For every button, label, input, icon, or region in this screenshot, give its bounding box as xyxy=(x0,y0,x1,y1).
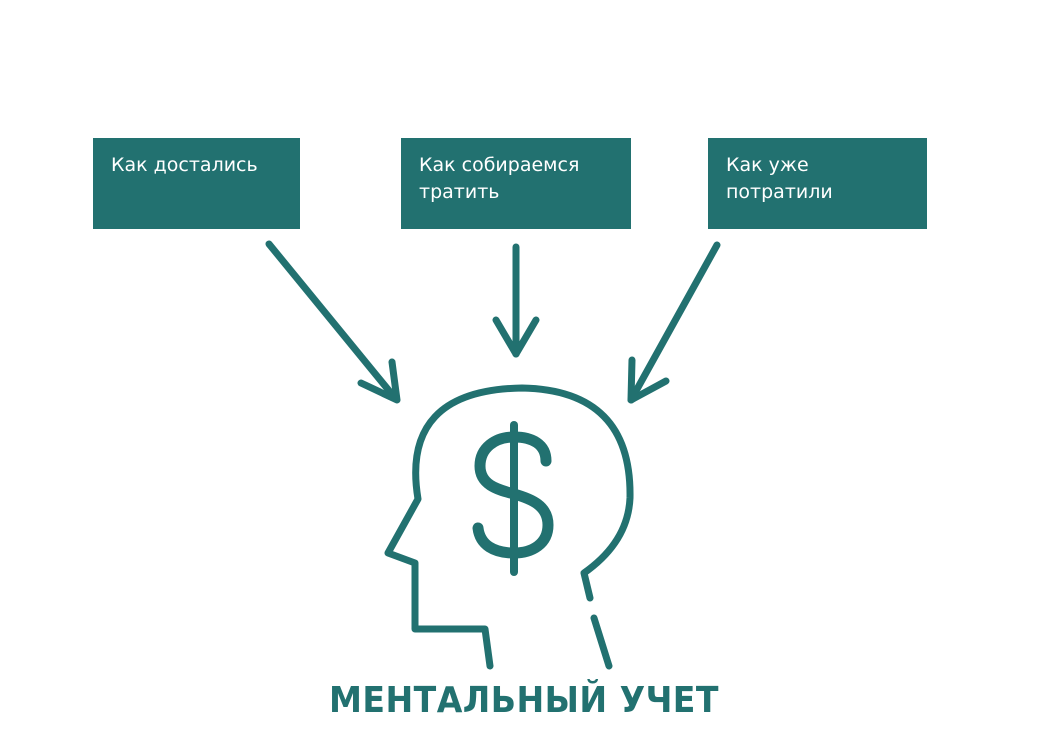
diagram-title: МЕНТАЛЬНЫЙ УЧЕТ xyxy=(328,680,719,721)
source-box-label: Как собираемся тратить xyxy=(419,154,580,203)
arrow-down-left-icon xyxy=(627,241,721,404)
source-box-planned-spending: Как собираемся тратить xyxy=(401,138,631,229)
head-outline xyxy=(384,384,634,670)
neck-line xyxy=(590,614,613,670)
head-with-dollar-icon xyxy=(384,384,634,670)
arrow-down-icon xyxy=(492,243,540,358)
dollar-s xyxy=(472,431,554,559)
arrow-down-right-icon xyxy=(265,240,401,404)
source-box-label: Как уже потратили xyxy=(726,154,833,203)
source-box-received: Как достались xyxy=(93,138,300,229)
source-box-label: Как достались xyxy=(111,154,258,176)
source-box-already-spent: Как уже потратили xyxy=(708,138,927,229)
